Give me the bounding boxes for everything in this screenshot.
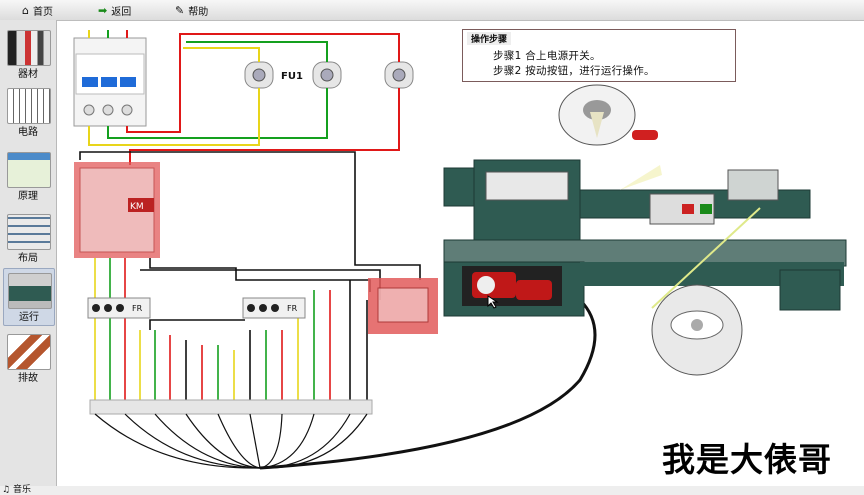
sidebar-item-equipment[interactable]: 器材 bbox=[3, 26, 53, 82]
fuse-2[interactable] bbox=[312, 61, 342, 89]
step-number: 步骤2 bbox=[493, 65, 522, 77]
sidebar-item-layout[interactable]: 布局 bbox=[3, 210, 53, 266]
sidebar-item-label: 排故 bbox=[18, 373, 38, 384]
thermal-relay-left[interactable]: FR bbox=[87, 297, 151, 319]
left-sidebar: 器材 电路 原理 布局 运行 排故 ♫ 音乐 bbox=[0, 20, 57, 495]
operation-steps-panel: 操作步骤 步骤1 合上电源开关。 步骤2 按动按钮，进行运行操作。 bbox=[462, 29, 736, 82]
lathe-run-icon bbox=[8, 273, 52, 309]
relay-label: FR bbox=[132, 304, 143, 313]
top-toolbar: ⌂ 首页 ➡ 返回 ✎ 帮助 bbox=[0, 0, 864, 21]
fuse-3[interactable] bbox=[384, 61, 414, 89]
sidebar-item-label: 布局 bbox=[18, 253, 38, 264]
home-label: 首页 bbox=[32, 6, 53, 18]
help-button[interactable]: ✎ 帮助 bbox=[175, 1, 208, 19]
fuse-label: FU1 bbox=[281, 71, 303, 82]
step-number: 步骤1 bbox=[493, 50, 522, 62]
mouse-cursor-icon bbox=[487, 295, 499, 309]
music-label: 音乐 bbox=[12, 485, 31, 495]
thermal-relay-right[interactable]: FR bbox=[242, 297, 306, 319]
cable-fan bbox=[94, 298, 597, 470]
sidebar-item-label: 原理 bbox=[18, 191, 38, 202]
chuck-zoom-callout bbox=[651, 284, 743, 376]
schematic-icon bbox=[7, 152, 51, 188]
sidebar-item-run[interactable]: 运行 bbox=[3, 268, 55, 326]
relay-label: FR bbox=[287, 304, 298, 313]
watermark-text: 我是大俵哥 bbox=[662, 440, 832, 479]
home-icon: ⌂ bbox=[22, 3, 29, 17]
troubleshoot-icon bbox=[7, 334, 51, 370]
sidebar-item-label: 运行 bbox=[19, 312, 39, 323]
sidebar-item-label: 器材 bbox=[18, 69, 38, 80]
step-text: 合上电源开关。 bbox=[525, 50, 601, 62]
sidebar-item-troubleshoot[interactable]: 排故 bbox=[3, 330, 53, 386]
contactor-km[interactable]: KM bbox=[74, 162, 160, 258]
sidebar-item-principle[interactable]: 原理 bbox=[3, 148, 53, 204]
help-label: 帮助 bbox=[188, 6, 209, 18]
button-station[interactable] bbox=[368, 278, 438, 334]
step-text: 按动按钮，进行运行操作。 bbox=[525, 65, 655, 77]
panel-title: 操作步骤 bbox=[467, 32, 512, 45]
switch-handle-icon[interactable] bbox=[632, 130, 658, 140]
step-2: 步骤2 按动按钮，进行运行操作。 bbox=[493, 63, 655, 78]
circuit-icon bbox=[7, 88, 51, 124]
home-button[interactable]: ⌂ 首页 bbox=[22, 1, 53, 19]
switch-zoom-callout bbox=[558, 84, 636, 146]
terminal-block bbox=[89, 399, 373, 415]
sidebar-item-circuit[interactable]: 电路 bbox=[3, 84, 53, 140]
motor[interactable] bbox=[472, 272, 552, 300]
circuit-breaker[interactable] bbox=[73, 37, 147, 127]
sidebar-item-label: 电路 bbox=[18, 127, 38, 138]
music-note-icon: ♫ bbox=[2, 485, 11, 495]
equipment-icon bbox=[7, 30, 51, 66]
step-1: 步骤1 合上电源开关。 bbox=[493, 48, 601, 63]
help-icon: ✎ bbox=[175, 3, 185, 17]
back-label: 返回 bbox=[111, 6, 132, 18]
contactor-label: KM bbox=[130, 202, 144, 212]
layout-icon bbox=[7, 214, 51, 250]
back-arrow-icon: ➡ bbox=[98, 3, 108, 17]
fuse-1[interactable] bbox=[244, 61, 274, 89]
back-button[interactable]: ➡ 返回 bbox=[98, 1, 131, 19]
